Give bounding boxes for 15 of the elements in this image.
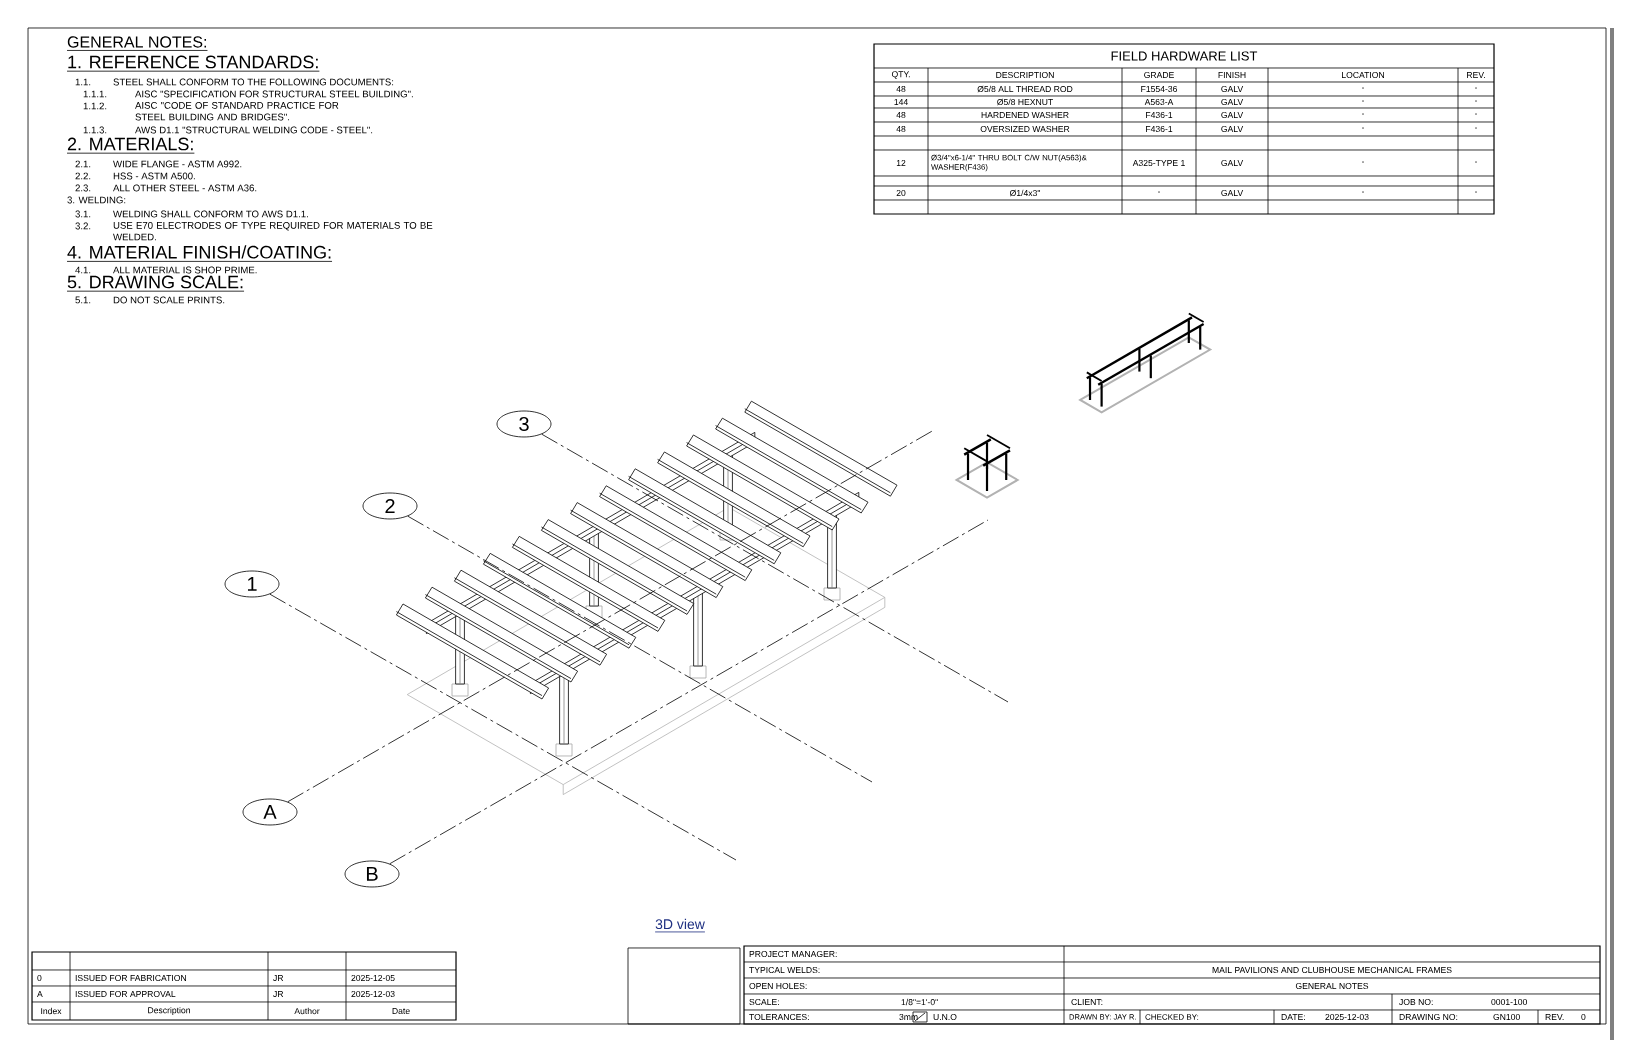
grid-bubble: 1 <box>224 570 280 598</box>
grid-bubble: A <box>242 798 298 826</box>
grid-line <box>407 515 873 783</box>
grid-bubble: 2 <box>362 492 418 520</box>
grid-line <box>269 593 737 861</box>
section-heading: GENERAL NOTES: <box>66 36 208 51</box>
section-heading: 5. DRAWING SCALE: <box>66 275 245 292</box>
section-heading: 2. MATERIALS: <box>66 137 195 154</box>
grid-bubble: 3 <box>496 410 552 438</box>
grid-bubble: B <box>344 860 400 888</box>
section-heading: 1. REFERENCE STANDARDS: <box>66 55 320 72</box>
grid-line <box>389 519 989 865</box>
grid-line <box>287 429 935 803</box>
section-heading: 4. MATERIAL FINISH/COATING: <box>66 245 333 262</box>
grid-line <box>541 433 1009 703</box>
